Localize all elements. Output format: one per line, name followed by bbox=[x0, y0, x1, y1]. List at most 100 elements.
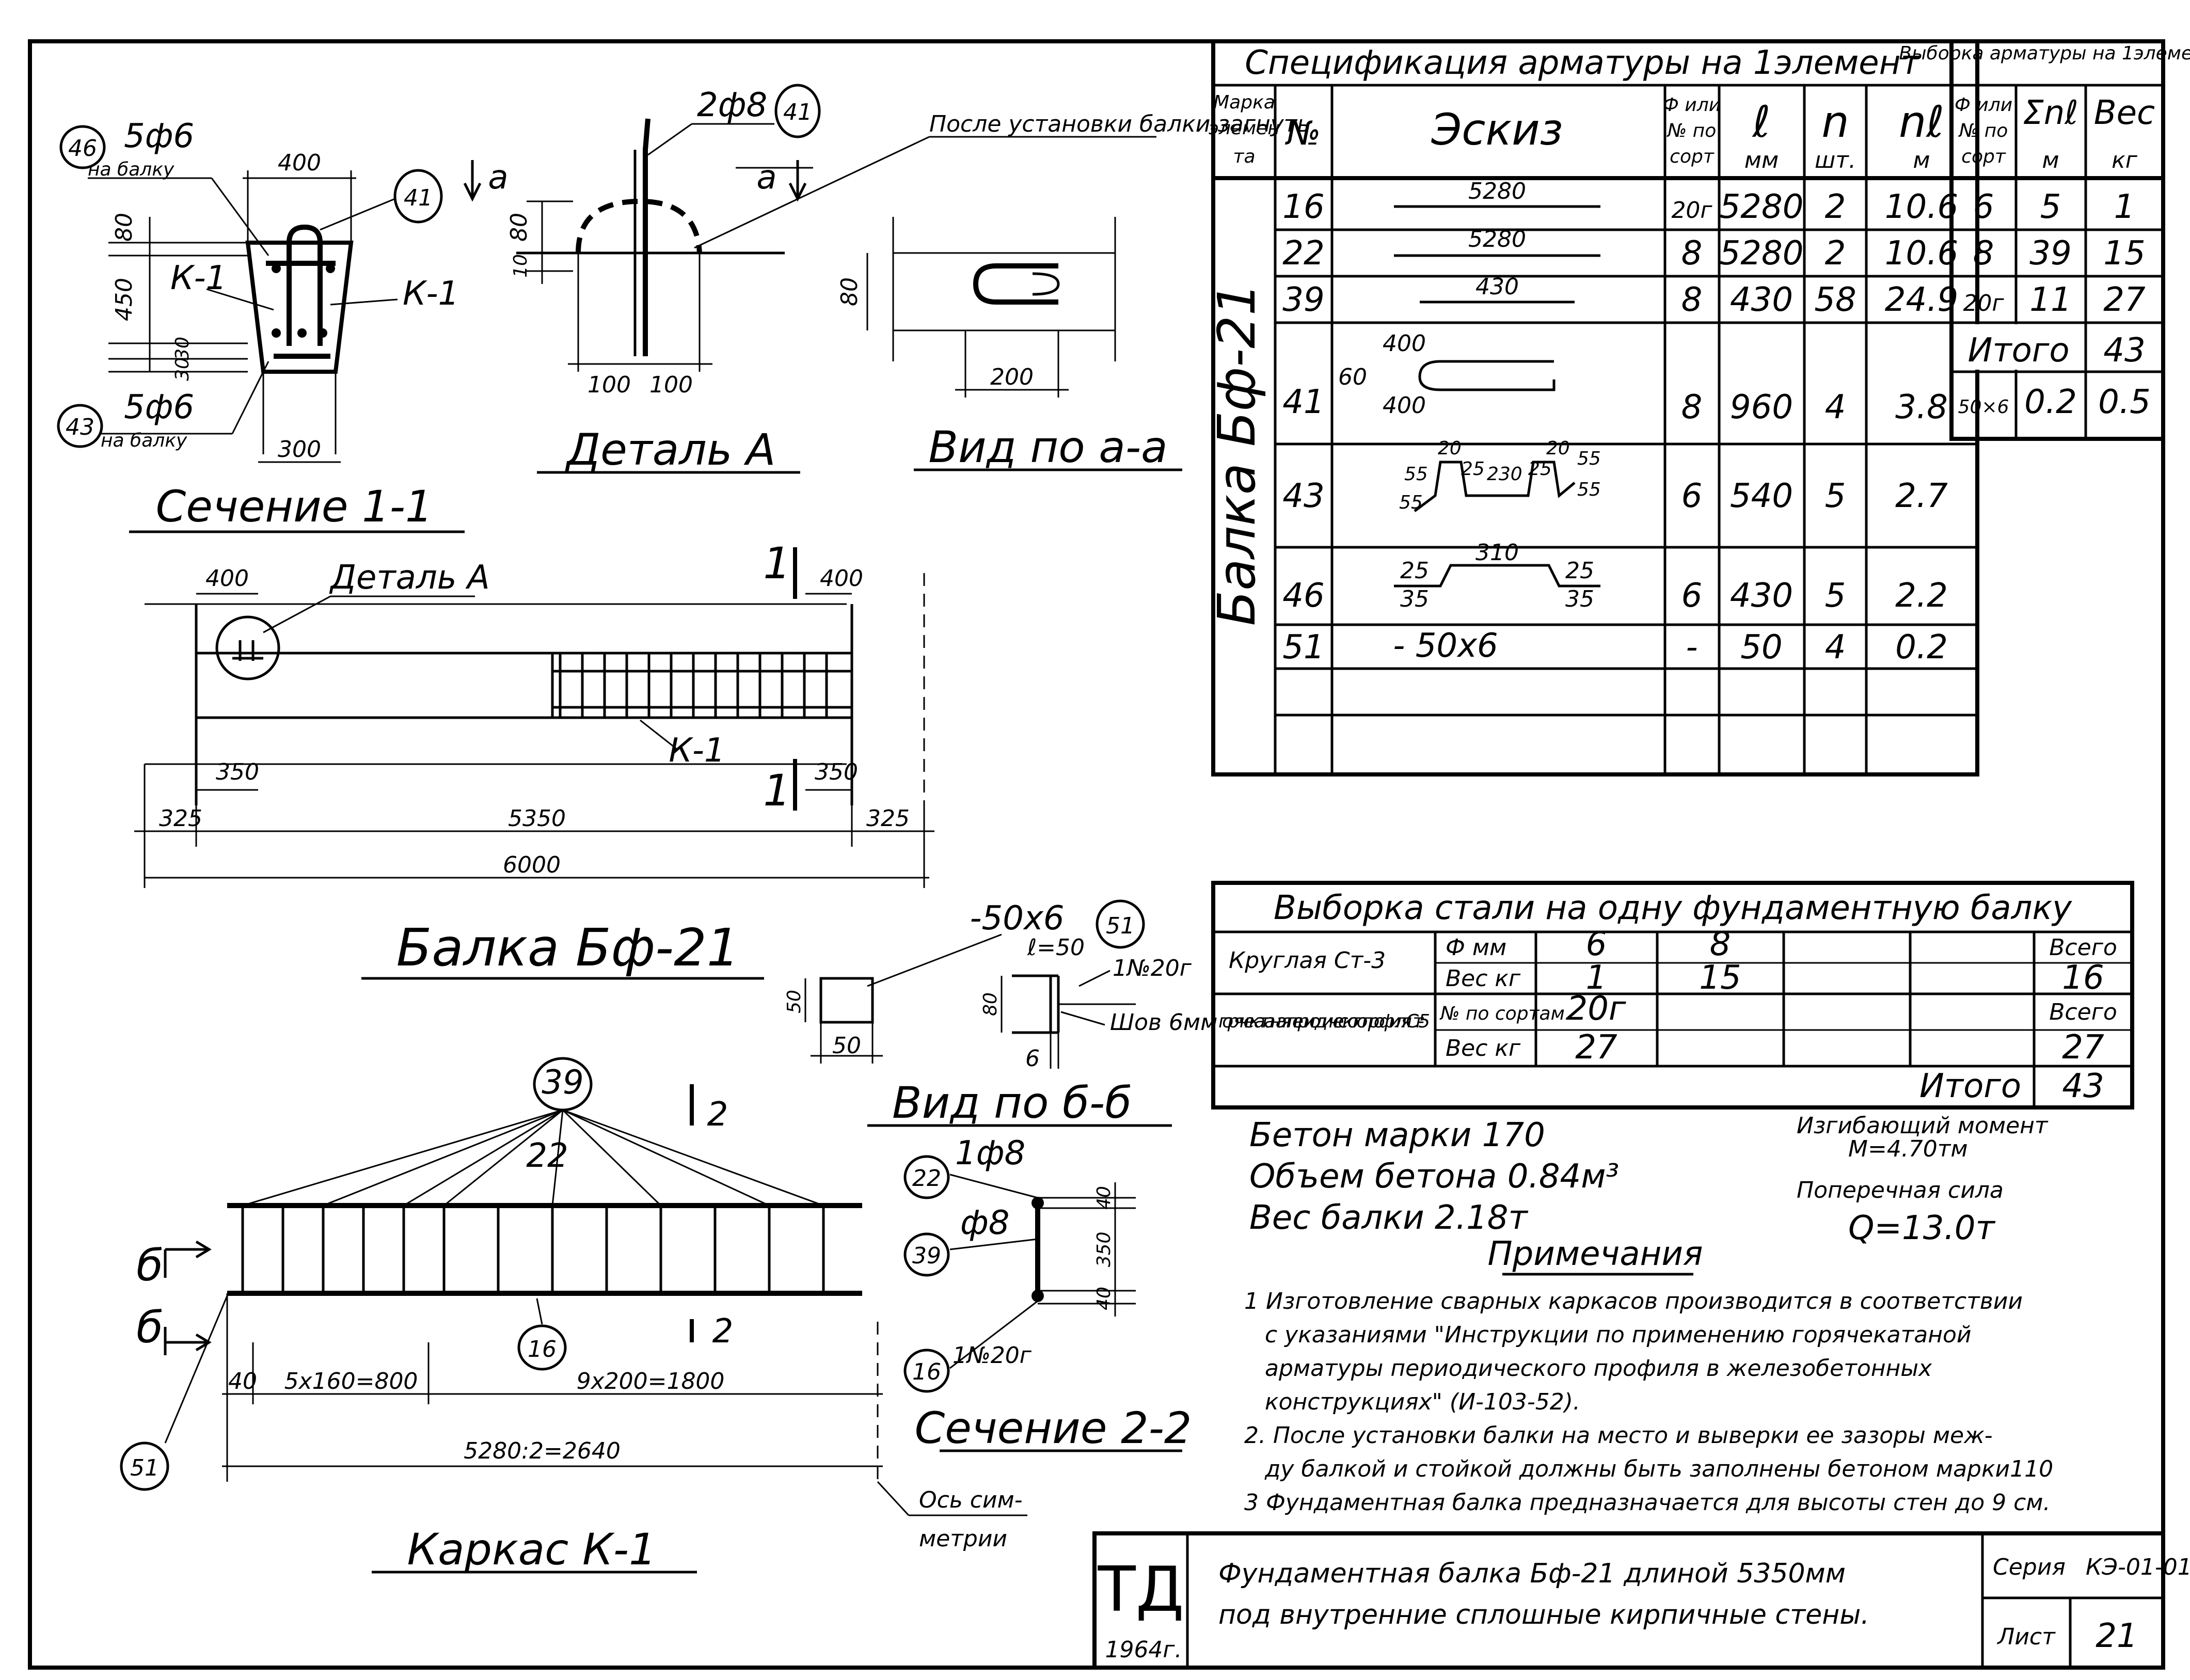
steel-row1-dia-label: Ф мм bbox=[1446, 934, 1506, 961]
section11-bars-top: 5ф6 bbox=[124, 117, 194, 155]
cage-leader bbox=[562, 1109, 824, 1207]
spec-nl: 2.2 bbox=[1895, 577, 1948, 615]
detailA-arrow-right: а bbox=[756, 159, 776, 197]
spec-element: Балка Бф-21 bbox=[1207, 283, 1267, 626]
steel-row1-weight: 15 bbox=[1699, 959, 1741, 997]
beam-elevation: Деталь А К-1 1 1 400 400 350 350 325 325… bbox=[134, 538, 934, 980]
mark-43-circle bbox=[57, 404, 103, 448]
spec-n: 5 bbox=[1825, 577, 1846, 615]
cage-cut-top: 2 bbox=[707, 1096, 728, 1134]
section22-m22-bar: 1ф8 bbox=[955, 1134, 1025, 1172]
spec-len: 5280 bbox=[1720, 188, 1804, 226]
steel-row1-weight-label: Вес кг bbox=[1446, 965, 1521, 992]
detailA-mark: 41 bbox=[783, 99, 812, 125]
spec-len: 50 bbox=[1740, 628, 1782, 667]
spec-n: 58 bbox=[1814, 281, 1856, 319]
spec-len: 430 bbox=[1730, 281, 1793, 319]
cage-leader bbox=[562, 1109, 662, 1207]
cage-axis-2: метрии bbox=[919, 1526, 1007, 1552]
viewbb-title: Вид по б-б bbox=[892, 1077, 1132, 1128]
selection-plate-sum: 0.2 bbox=[2024, 383, 2077, 421]
selection-title: Выборка арматуры на 1элемент bbox=[1899, 43, 2190, 64]
viewaa-loop bbox=[973, 263, 1058, 305]
mark-39-circle bbox=[533, 1057, 593, 1112]
section11-dim-80: 80 bbox=[111, 213, 137, 242]
steel-row1-total-label: Всего bbox=[2049, 934, 2117, 961]
spec-sketch-channel: 310 25 25 35 35 bbox=[1394, 540, 1600, 612]
svg-text:35: 35 bbox=[1565, 586, 1594, 612]
spec-row-no: 22 bbox=[1282, 234, 1324, 273]
beam-dim-span: 5350 bbox=[508, 805, 566, 832]
selection-plate-weight: 0.5 bbox=[2098, 383, 2151, 421]
svg-text:60: 60 bbox=[1338, 364, 1367, 390]
spec-dia: - bbox=[1686, 628, 1697, 667]
spec-row-no: 39 bbox=[1282, 281, 1324, 319]
beam-title: Балка Бф-21 bbox=[396, 917, 740, 978]
steel-row1-dia: 6 bbox=[1586, 925, 1607, 963]
cage-leader bbox=[242, 1109, 563, 1207]
cage-m39: 39 bbox=[542, 1064, 583, 1102]
selection-header-dia3: сорт bbox=[1961, 146, 2006, 167]
cage-m16: 16 bbox=[528, 1336, 557, 1362]
spec-n: 4 bbox=[1825, 388, 1846, 426]
section22-dim-40a: 40 bbox=[1093, 1186, 1115, 1210]
section11-dim-30a: 30 bbox=[172, 337, 193, 360]
svg-text:20: 20 bbox=[1546, 438, 1570, 459]
spec-nl: 24.9 bbox=[1885, 281, 1959, 319]
mark-41-circle bbox=[774, 84, 821, 138]
shear-value: Q=13.0т bbox=[1848, 1209, 1996, 1247]
cage-leader bbox=[323, 1109, 563, 1207]
section11-dim-bottom: 300 bbox=[278, 436, 321, 463]
beam-dim-400-right: 400 bbox=[820, 565, 863, 592]
title-block: ТД 1964г. Фундаментная балка Бф-21 длино… bbox=[1092, 1531, 2190, 1670]
cage-axis: Ось сим- bbox=[919, 1487, 1023, 1513]
spec-len: 430 bbox=[1730, 577, 1793, 615]
cage-m22: 22 bbox=[526, 1137, 568, 1175]
spec-table: Спецификация арматуры на 1элемент Марка … bbox=[1207, 39, 1979, 776]
cage-title: Каркас К-1 bbox=[407, 1524, 657, 1575]
spec-header-n-unit: шт. bbox=[1815, 147, 1856, 173]
spec-row-no: 51 bbox=[1282, 628, 1324, 667]
detailA-dim-80: 80 bbox=[506, 213, 532, 242]
steel-total: 43 bbox=[2062, 1067, 2104, 1105]
titleblock-series-label: Серия bbox=[1993, 1554, 2066, 1580]
selection-plate-dia: 50×6 bbox=[1958, 397, 2009, 418]
spec-dia: 8 bbox=[1681, 388, 1703, 426]
steel-row2-dia-label: № по сортам. bbox=[1439, 1003, 1570, 1024]
mark-16-circle bbox=[517, 1324, 567, 1371]
spec-sketch-u-bar: 400 60 400 bbox=[1338, 330, 1556, 419]
selection-table: Выборка арматуры на 1элемент Ф или № по … bbox=[1899, 39, 2190, 441]
beam-cut-top: 1 bbox=[763, 538, 790, 589]
section-2-2: 22 1ф8 39 ф8 16 1№20г 40 350 40 Сечение … bbox=[903, 1134, 1192, 1453]
titleblock-year: 1964г. bbox=[1105, 1637, 1182, 1663]
section22-dim-40b: 40 bbox=[1093, 1287, 1115, 1310]
concrete-info: Бетон марки 170 Объем бетона 0.84м³ Вес … bbox=[1249, 1116, 1619, 1237]
svg-text:230: 230 bbox=[1487, 464, 1522, 485]
selection-header-dia2: № по bbox=[1958, 120, 2008, 141]
selection-header-weight-unit: кг bbox=[2112, 147, 2138, 173]
steel-row1-dia: 8 bbox=[1710, 925, 1731, 963]
cage-k1: 39 22 16 2 2 б б 51 40 5x160=800 9x200=1… bbox=[120, 1057, 1027, 1575]
cage-dim-b: 9x200=1800 bbox=[577, 1368, 725, 1394]
note-line: 2. После установки балки на место и выве… bbox=[1244, 1422, 1993, 1449]
spec-row-no: 43 bbox=[1282, 477, 1324, 515]
spec-header-dia3: сорт bbox=[1670, 146, 1715, 167]
note-line: ду балкой и стойкой должны быть заполнен… bbox=[1264, 1456, 2053, 1482]
section11-k1-right: К-1 bbox=[403, 275, 459, 313]
selection-header-sum-unit: м bbox=[2042, 147, 2059, 173]
spec-header-no: № bbox=[1285, 115, 1321, 153]
selection-weight: 15 bbox=[2103, 234, 2145, 273]
concrete-weight: Вес балки 2.18т bbox=[1249, 1199, 1529, 1237]
cage-dim-half: 5280:2=2640 bbox=[464, 1438, 621, 1464]
cage-leader bbox=[443, 1109, 563, 1207]
beam-dim-325-left: 325 bbox=[159, 805, 202, 832]
viewbb-dim-6: 6 bbox=[1025, 1045, 1040, 1072]
beam-detail-a-circle bbox=[215, 615, 280, 680]
titleblock-org: ТД bbox=[1097, 1554, 1184, 1626]
moment-label: Изгибающий момент bbox=[1797, 1113, 2049, 1139]
spec-nl: 2.7 bbox=[1895, 477, 1948, 515]
notes-title: Примечания bbox=[1488, 1235, 1703, 1273]
spec-title: Спецификация арматуры на 1элемент bbox=[1245, 44, 1921, 82]
spec-n: 5 bbox=[1825, 477, 1846, 515]
selection-dia: 6 bbox=[1973, 188, 1994, 226]
